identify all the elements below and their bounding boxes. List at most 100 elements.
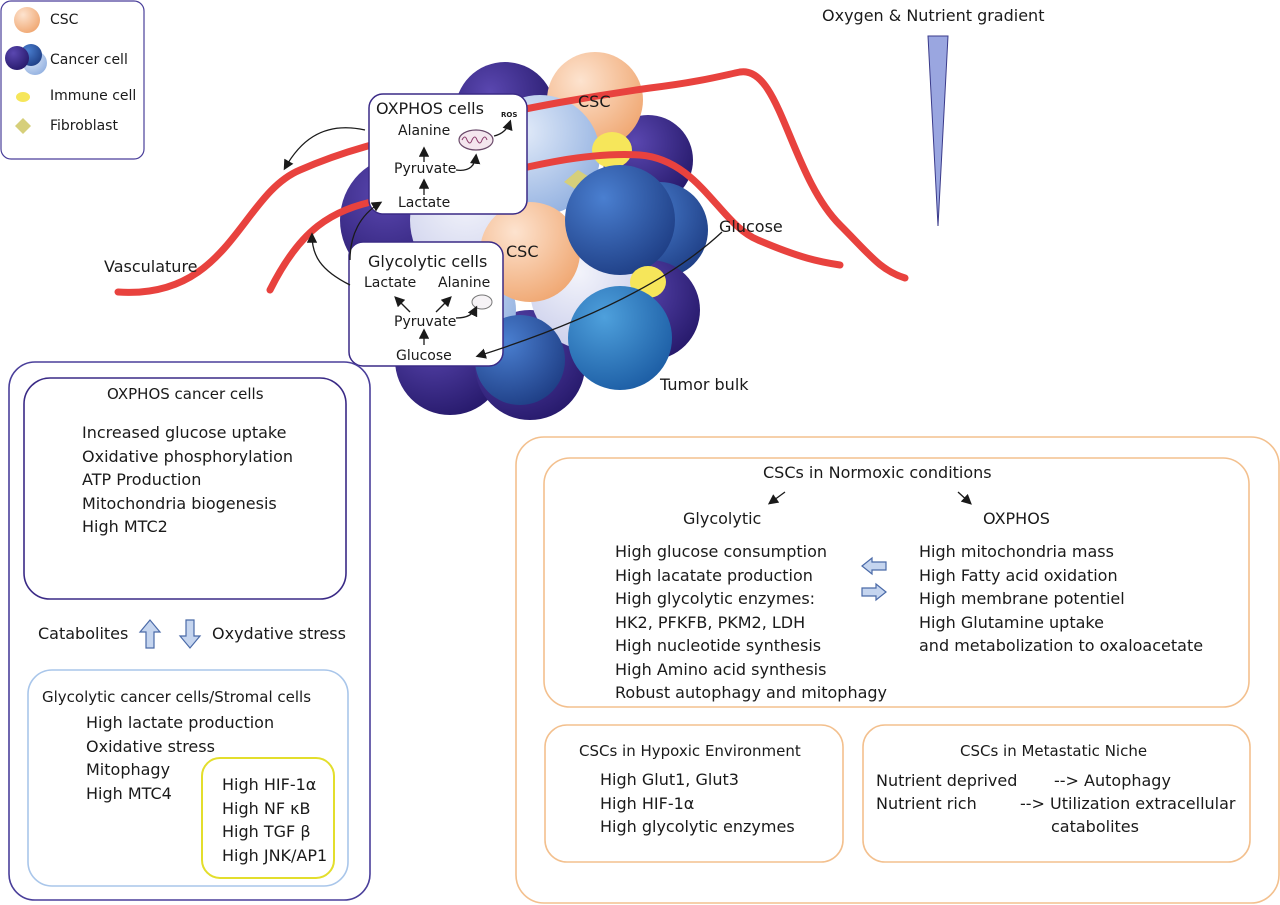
csc-mid-label: CSC [506, 242, 539, 261]
immune-cell-legend-icon [16, 92, 30, 102]
arrow-to-glycolytic [767, 491, 786, 505]
metastatic-autophagy: --> Autophagy [1054, 771, 1171, 790]
list-item: High membrane potentiel [919, 589, 1125, 608]
list-item: High nucleotide synthesis [615, 636, 822, 655]
arrow-lactate-to-oxphos [349, 201, 383, 261]
fibroblast-shape [564, 170, 594, 192]
exchange-right-arrow [861, 582, 887, 602]
legend-box [0, 0, 145, 160]
oxphos-cells-title: OXPHOS cells [376, 99, 484, 118]
list-item: High mitochondria mass [919, 542, 1114, 561]
list-item: High lacatate production [615, 565, 813, 585]
list-item: High Glutamine uptake [919, 612, 1104, 632]
mitochondria-small-icon [471, 294, 493, 310]
legend-immune-cell-label: Immune cell [50, 88, 137, 104]
legend-fibroblast-label: Fibroblast [50, 118, 118, 134]
metastatic-nutrient-deprived: Nutrient deprived [876, 771, 1018, 790]
glycolytic-heading: Glycolytic [683, 509, 762, 528]
glycolytic-cancer-cells-list: High lactate production Oxidative stress… [86, 711, 274, 805]
list-item: High NF κB [222, 798, 311, 818]
metastatic-box [862, 724, 1251, 863]
arrow-glucose-in [475, 231, 723, 359]
list-item: Mitophagy [86, 760, 171, 779]
oxidative-stress-down-arrow [178, 619, 202, 649]
hypoxic-title: CSCs in Hypoxic Environment [579, 742, 801, 760]
oxygen-gradient-triangle [927, 35, 949, 227]
catabolites-up-arrow [138, 619, 162, 649]
signaling-box [201, 757, 335, 879]
arrow-oxphos-vessel [283, 127, 366, 171]
list-item: Oxidative stress [86, 736, 215, 756]
oxidative-stress-label: Oxydative stress [212, 624, 346, 643]
arrow-to-oxphos [957, 491, 972, 505]
vasculature-vessels [114, 68, 909, 296]
arrow-mito-ros [493, 119, 513, 137]
fibroblast-legend-icon [15, 118, 31, 134]
list-item: High MTC4 [86, 783, 172, 803]
arrow-pyruvate-mito-glyco [455, 305, 478, 319]
list-item: High glycolytic enzymes [600, 817, 795, 836]
list-item: High HIF-1α [222, 775, 317, 794]
vasculature-label: Vasculature [104, 257, 198, 276]
glycolytic-cancer-cells-title: Glycolytic cancer cells/Stromal cells [42, 688, 312, 706]
hypoxic-box [544, 724, 844, 863]
arrow-pyruvate-lactate [394, 296, 411, 313]
arrow-pyruvate-mito [455, 153, 481, 171]
oxphos-pyruvate: Pyruvate [394, 161, 457, 177]
csc-legend-icon [14, 7, 40, 33]
list-item: High glucose consumption [615, 542, 828, 561]
cancer-cell-legend-icon [5, 44, 47, 75]
arrow-lactate-vessel [306, 232, 351, 286]
mitochondria-icon [458, 129, 494, 151]
oxphos-alanine: Alanine [398, 123, 451, 139]
csc-top-label: CSC [578, 92, 611, 111]
normoxic-glycolytic-list: High glucose consumption High lacatate p… [615, 540, 887, 705]
arrow-pyruvate-alanine-glyco [435, 296, 452, 313]
list-item: High MTC2 [82, 517, 168, 536]
list-item: Mitochondria biogenesis [82, 493, 277, 513]
oxphos-cells-box [368, 93, 528, 215]
list-item: High Glut1, Glut3 [600, 770, 739, 789]
legend-cancer-cell-label: Cancer cell [50, 52, 128, 68]
list-item: High glycolytic enzymes: [615, 589, 816, 608]
normoxic-box [543, 457, 1250, 708]
tumor-bulk-label: Tumor bulk [660, 375, 749, 394]
list-item: High TGF β [222, 822, 311, 841]
list-item: ATP Production [82, 470, 202, 489]
glyco-glucose: Glucose [396, 348, 452, 364]
catabolites-label: Catabolites [38, 624, 129, 643]
oxphos-heading: OXPHOS [983, 509, 1050, 528]
oxphos-cancer-cells-box [23, 377, 347, 600]
glyco-alanine: Alanine [438, 275, 491, 291]
hypoxic-list: High Glut1, Glut3 High HIF-1α High glyco… [600, 768, 795, 839]
metastatic-utilization: --> Utilization extracellular [1020, 794, 1236, 813]
glycolytic-cells-box [348, 241, 504, 367]
metastatic-nutrient-rich: Nutrient rich [876, 794, 977, 813]
glycolytic-cells-title: Glycolytic cells [368, 252, 488, 271]
normoxic-title: CSCs in Normoxic conditions [763, 463, 992, 482]
oxphos-lactate: Lactate [398, 195, 451, 211]
exchange-left-arrow [861, 556, 887, 576]
list-item: High Fatty acid oxidation [919, 565, 1118, 585]
metastatic-catabolites: catabolites [1051, 817, 1139, 836]
list-item: High lactate production [86, 713, 275, 732]
glyco-pyruvate: Pyruvate [394, 314, 457, 330]
legend-csc-label: CSC [50, 12, 79, 28]
metastatic-title: CSCs in Metastatic Niche [960, 742, 1148, 760]
glyco-lactate: Lactate [364, 275, 417, 291]
gradient-label: Oxygen & Nutrient gradient [822, 6, 1045, 25]
oxphos-cancer-cells-title: OXPHOS cancer cells [107, 385, 264, 403]
glucose-label: Glucose [719, 217, 783, 236]
list-item: High HIF-1α [600, 793, 695, 813]
ros-label: ROS [501, 111, 518, 119]
list-item: and metabolization to oxaloacetate [919, 636, 1204, 655]
list-item: Oxidative phosphorylation [82, 446, 294, 466]
list-item: Increased glucose uptake [82, 423, 287, 442]
csc-mid-sphere [480, 202, 580, 302]
oxphos-cancer-cells-list: Increased glucose uptake Oxidative phosp… [82, 421, 293, 539]
list-item: Robust autophagy and mitophagy [615, 683, 888, 702]
immune-cell-top [592, 132, 632, 168]
normoxic-oxphos-list: High mitochondria mass High Fatty acid o… [919, 540, 1203, 658]
list-item: High JNK/AP1 [222, 845, 328, 865]
